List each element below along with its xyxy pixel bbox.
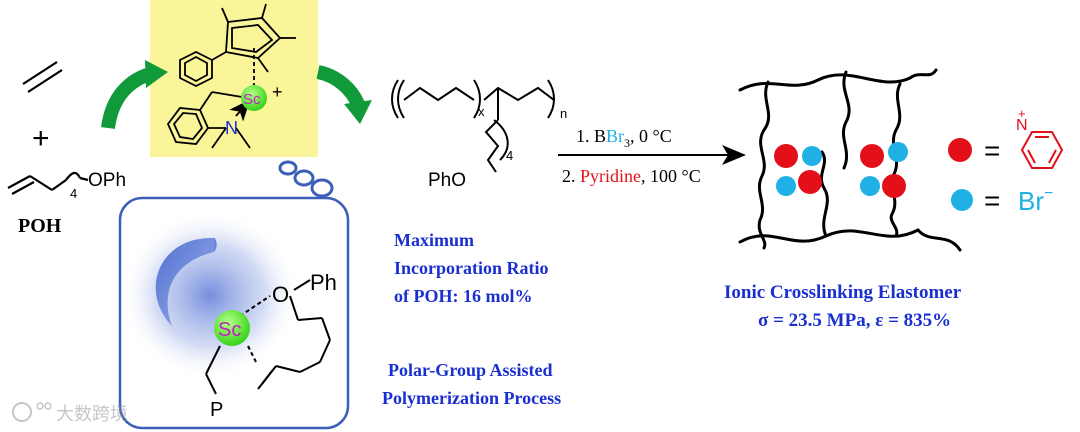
incorporation-caption: Maximum Incorporation Ratio of POH: 16 m… bbox=[394, 230, 549, 306]
pyridinium-ion bbox=[798, 170, 822, 194]
green-arrow-right bbox=[316, 65, 365, 108]
pyridinium-ion bbox=[882, 174, 906, 198]
svg-text:of POH: 16 mol%: of POH: 16 mol% bbox=[394, 286, 532, 306]
mechanism-o-label: O bbox=[272, 282, 289, 307]
watermark-logo-icon bbox=[12, 402, 32, 422]
svg-text:Polymerization Process: Polymerization Process bbox=[382, 388, 561, 408]
green-arrowhead-left bbox=[145, 60, 168, 88]
plus-sign: + bbox=[32, 122, 50, 155]
poh-subscript: 4 bbox=[70, 186, 77, 201]
svg-text:σ = 23.5 MPa, ε = 835%: σ = 23.5 MPa, ε = 835% bbox=[758, 310, 951, 331]
legend-equals-2: = bbox=[984, 185, 1000, 216]
pyridinium-structure bbox=[1020, 131, 1064, 169]
ethylene-molecule bbox=[22, 61, 63, 93]
elastomer-caption: Ionic Crosslinking Elastomer σ = 23.5 MP… bbox=[724, 282, 962, 331]
mechanism-ph-label: Ph bbox=[310, 270, 337, 295]
pyridinium-plus-label: + bbox=[1018, 106, 1026, 121]
green-arrowhead-right bbox=[344, 100, 372, 124]
polymer-n-subscript: n bbox=[560, 106, 567, 121]
ion-pairs bbox=[774, 142, 908, 198]
green-arrow-left bbox=[101, 67, 153, 130]
polymer-4-subscript: 4 bbox=[506, 148, 513, 163]
bromide-ion bbox=[888, 142, 908, 162]
mechanism-sc-atom bbox=[214, 310, 250, 346]
catalyst-nitrogen: N bbox=[225, 118, 238, 138]
svg-text:Incorporation Ratio: Incorporation Ratio bbox=[394, 258, 549, 278]
poh-monomer bbox=[7, 171, 89, 195]
svg-text:Polar-Group Assisted: Polar-Group Assisted bbox=[388, 360, 553, 380]
crescent-shape bbox=[155, 237, 214, 326]
bromide-ion bbox=[860, 176, 880, 196]
condition-step-1: 1. BBr3, 0 °C bbox=[576, 126, 672, 150]
mechanism-structure bbox=[205, 279, 331, 395]
condition-step-2: 2. Pyridine, 100 °C bbox=[562, 166, 701, 186]
catalyst-charge: + bbox=[272, 82, 283, 102]
legend-red-dot bbox=[948, 138, 972, 162]
thought-bubbles bbox=[278, 160, 334, 198]
poh-label: POH bbox=[18, 215, 62, 237]
assisted-caption: Polar-Group Assisted Polymerization Proc… bbox=[382, 360, 561, 408]
mechanism-sc-label: Sc bbox=[218, 319, 241, 341]
crosslink-network bbox=[738, 68, 962, 252]
legend-equals-1: = bbox=[984, 135, 1000, 166]
mechanism-p-label: P bbox=[210, 399, 223, 421]
watermark: 大数跨境 bbox=[12, 402, 128, 424]
bromide-ion bbox=[776, 176, 796, 196]
catalyst-structure bbox=[166, 3, 296, 149]
pyridinium-n-label: N bbox=[1016, 117, 1028, 134]
svg-text:Maximum: Maximum bbox=[394, 230, 474, 250]
watermark-text: 大数跨境 bbox=[56, 404, 128, 424]
legend-blue-dot bbox=[951, 189, 973, 211]
polymer-x-subscript: x bbox=[478, 104, 485, 119]
bromide-ion bbox=[802, 146, 822, 166]
catalyst-sc-label: Sc bbox=[243, 91, 261, 108]
polymer-structure bbox=[391, 79, 555, 173]
pyridinium-ion bbox=[860, 144, 884, 168]
polymer-pho: PhO bbox=[428, 170, 466, 191]
catalyst-sc-atom bbox=[241, 85, 267, 111]
svg-text:Ionic Crosslinking Elastomer: Ionic Crosslinking Elastomer bbox=[724, 282, 962, 303]
bromide-label: Br− bbox=[1018, 185, 1053, 216]
poh-substituent: OPh bbox=[88, 170, 126, 191]
pyridinium-ion bbox=[774, 144, 798, 168]
